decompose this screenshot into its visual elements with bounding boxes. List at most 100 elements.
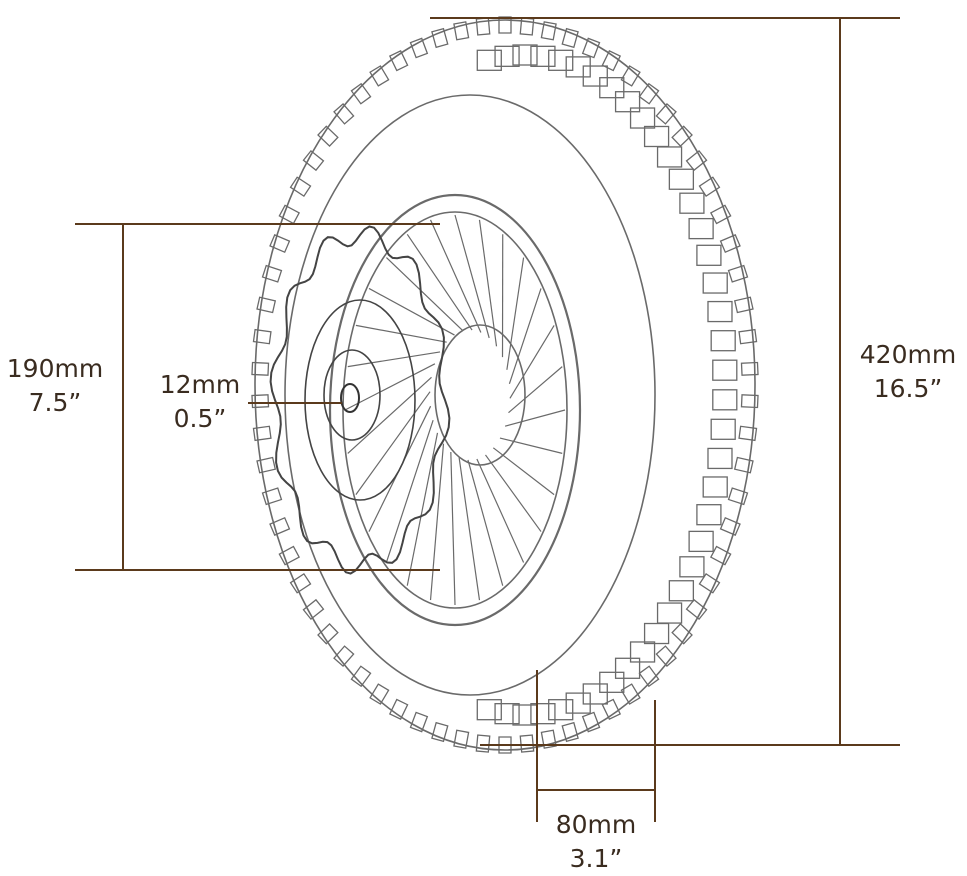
tire-width-label: 80mm 3.1” bbox=[556, 808, 637, 876]
spoke bbox=[451, 452, 455, 605]
tread-block bbox=[697, 505, 721, 525]
tread-block bbox=[739, 330, 756, 344]
tread-block bbox=[672, 624, 692, 644]
tread-block bbox=[410, 38, 427, 57]
tread-block bbox=[253, 426, 270, 440]
tread-block bbox=[680, 193, 704, 213]
tread-block bbox=[562, 723, 578, 742]
tread-block bbox=[495, 46, 519, 66]
spoke bbox=[505, 410, 565, 426]
tread-block bbox=[477, 50, 501, 70]
tread-block bbox=[645, 126, 669, 146]
tread-block bbox=[291, 574, 311, 593]
tread-block bbox=[583, 684, 607, 704]
tread-block bbox=[708, 448, 732, 468]
tread-block bbox=[713, 390, 737, 410]
tread-block bbox=[513, 45, 537, 65]
tread-block bbox=[645, 624, 669, 644]
tread-block bbox=[303, 151, 323, 170]
tread-block bbox=[697, 245, 721, 265]
spoke bbox=[485, 455, 541, 532]
tread-block bbox=[600, 672, 624, 692]
rim-diameter-metric: 190mm bbox=[7, 352, 103, 386]
spoke bbox=[348, 377, 432, 453]
tread-block bbox=[549, 700, 573, 720]
axle-bore-metric: 12mm bbox=[160, 368, 241, 402]
tread-block bbox=[432, 723, 448, 742]
tire-width-metric: 80mm bbox=[556, 808, 637, 842]
overall-diameter-label: 420mm 16.5” bbox=[860, 338, 956, 406]
axle-bore-imperial: 0.5” bbox=[160, 402, 241, 436]
spoke bbox=[455, 215, 489, 338]
tread-block bbox=[735, 457, 753, 472]
tread-block bbox=[713, 360, 737, 380]
tread-block bbox=[711, 419, 735, 439]
tread-block bbox=[454, 22, 469, 40]
tread-block bbox=[432, 29, 448, 48]
spoke bbox=[407, 234, 472, 330]
tread-block bbox=[303, 600, 323, 619]
tread-block bbox=[257, 297, 275, 312]
tread-block bbox=[600, 78, 624, 98]
tread-block bbox=[689, 219, 713, 239]
spoke bbox=[431, 220, 481, 333]
spoke bbox=[348, 352, 440, 367]
rim-diameter-imperial: 7.5” bbox=[7, 386, 103, 420]
tread-block bbox=[257, 457, 275, 472]
tread-block bbox=[669, 581, 693, 601]
wheel-sketch bbox=[252, 17, 758, 753]
tread-block bbox=[703, 273, 727, 293]
rotor-inner bbox=[305, 300, 415, 500]
tread-block bbox=[495, 704, 519, 724]
tread-block bbox=[631, 642, 655, 662]
tread-block bbox=[711, 331, 735, 351]
tread-block bbox=[672, 126, 692, 146]
tread-block bbox=[583, 712, 600, 731]
tread-block bbox=[410, 712, 427, 731]
tread-block bbox=[658, 147, 682, 167]
spoke bbox=[500, 438, 562, 453]
tread-block bbox=[562, 29, 578, 48]
tread-block bbox=[318, 624, 338, 644]
rim-diameter-label: 190mm 7.5” bbox=[7, 352, 103, 420]
tread-block bbox=[549, 50, 573, 70]
tread-block bbox=[477, 700, 501, 720]
tread-block bbox=[566, 693, 590, 713]
tread-block bbox=[631, 108, 655, 128]
tread-block bbox=[541, 22, 556, 40]
tread-block bbox=[513, 705, 537, 725]
tread-block bbox=[658, 603, 682, 623]
tire-width-imperial: 3.1” bbox=[556, 842, 637, 876]
tread-block bbox=[566, 57, 590, 77]
spoke bbox=[459, 458, 479, 601]
tread-block bbox=[703, 477, 727, 497]
spoke bbox=[407, 433, 437, 586]
tread-block bbox=[616, 92, 640, 112]
tread-block bbox=[708, 302, 732, 322]
tread-block bbox=[669, 169, 693, 189]
tread-block bbox=[318, 126, 338, 146]
overall-diameter-imperial: 16.5” bbox=[860, 372, 956, 406]
tread-block bbox=[680, 557, 704, 577]
hub-flange bbox=[324, 350, 380, 440]
spoke bbox=[509, 288, 541, 383]
tread-block bbox=[253, 330, 270, 344]
tread-block bbox=[687, 151, 707, 170]
tread-block bbox=[583, 38, 600, 57]
axle-bore-label: 12mm 0.5” bbox=[160, 368, 241, 436]
spoke bbox=[508, 367, 562, 413]
rim-outer bbox=[330, 195, 580, 625]
tread-block bbox=[739, 426, 756, 440]
rim-inner bbox=[343, 212, 567, 608]
tread-block bbox=[689, 531, 713, 551]
tread-blocks bbox=[252, 17, 758, 753]
tread-block bbox=[531, 704, 555, 724]
tread-block bbox=[616, 658, 640, 678]
spoke bbox=[386, 258, 463, 331]
tread-block bbox=[583, 66, 607, 86]
brake-rotor bbox=[271, 227, 450, 574]
overall-diameter-metric: 420mm bbox=[860, 338, 956, 372]
tread-block bbox=[531, 46, 555, 66]
tread-block bbox=[735, 297, 753, 312]
